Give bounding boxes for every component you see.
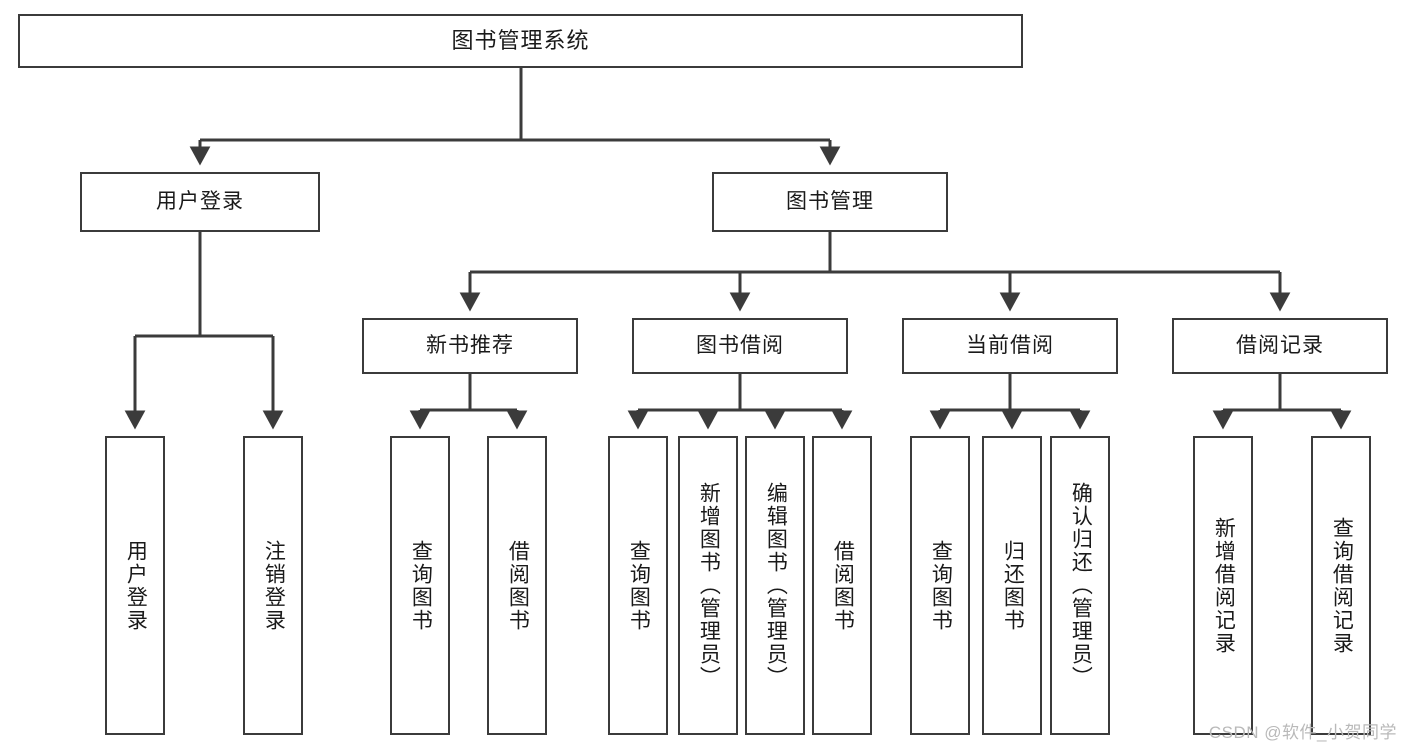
leaf-query-book-newbook[interactable]: 查询图书 (390, 436, 450, 735)
leaf-borrow-book-newbook[interactable]: 借阅图书 (487, 436, 547, 735)
leaf-label: 编辑图书（管理员） (764, 482, 788, 689)
leaf-label: 归还图书 (1001, 539, 1025, 632)
leaf-label: 用户登录 (124, 539, 148, 632)
node-book-management[interactable]: 图书管理 (712, 172, 948, 232)
leaf-query-borrow-record[interactable]: 查询借阅记录 (1311, 436, 1371, 735)
leaf-logout[interactable]: 注销登录 (243, 436, 303, 735)
leaf-return-book[interactable]: 归还图书 (982, 436, 1042, 735)
node-current-borrow[interactable]: 当前借阅 (902, 318, 1118, 374)
leaf-label: 查询图书 (929, 539, 953, 632)
leaf-label: 新增借阅记录 (1212, 516, 1236, 655)
leaf-label: 确认归还（管理员） (1069, 482, 1093, 689)
leaf-borrow-book[interactable]: 借阅图书 (812, 436, 872, 735)
leaf-label: 借阅图书 (506, 539, 530, 632)
leaf-user-login[interactable]: 用户登录 (105, 436, 165, 735)
leaf-label: 查询图书 (409, 539, 433, 632)
node-root-system[interactable]: 图书管理系统 (18, 14, 1023, 68)
leaf-label: 注销登录 (262, 539, 286, 632)
leaf-query-book-borrow[interactable]: 查询图书 (608, 436, 668, 735)
leaf-label: 查询图书 (627, 539, 651, 632)
node-user-login[interactable]: 用户登录 (80, 172, 320, 232)
leaf-edit-book-admin[interactable]: 编辑图书（管理员） (745, 436, 805, 735)
leaf-label: 借阅图书 (831, 539, 855, 632)
node-borrow-record[interactable]: 借阅记录 (1172, 318, 1388, 374)
leaf-label: 新增图书（管理员） (697, 482, 721, 689)
node-book-borrow[interactable]: 图书借阅 (632, 318, 848, 374)
leaf-confirm-return-admin[interactable]: 确认归还（管理员） (1050, 436, 1110, 735)
csdn-watermark: CSDN @软件_小贺同学 (1208, 723, 1397, 742)
leaf-add-borrow-record[interactable]: 新增借阅记录 (1193, 436, 1253, 735)
leaf-query-book-current[interactable]: 查询图书 (910, 436, 970, 735)
leaf-add-book-admin[interactable]: 新增图书（管理员） (678, 436, 738, 735)
leaf-label: 查询借阅记录 (1330, 516, 1354, 655)
node-new-book-recommend[interactable]: 新书推荐 (362, 318, 578, 374)
